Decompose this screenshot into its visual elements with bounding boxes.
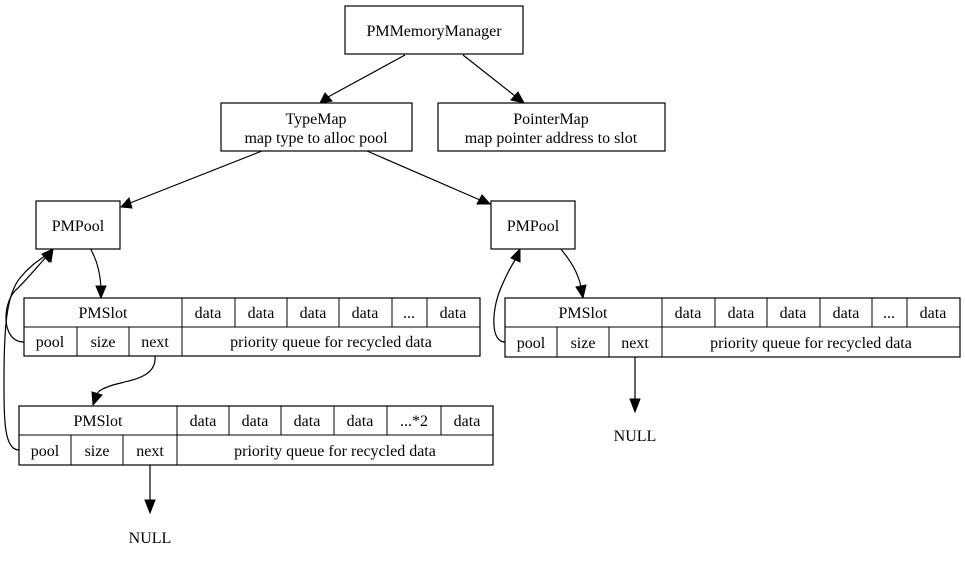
- slot-left-1-data-cell: data: [300, 305, 327, 322]
- slot-left-2-title: PMSlot: [74, 413, 123, 430]
- slot-right-data-cell: data: [728, 305, 755, 322]
- slot-left-2-data-cell: data: [242, 413, 269, 430]
- null-right-label: NULL: [614, 428, 657, 445]
- node-pointermap: PointerMap map pointer address to slot: [437, 102, 666, 152]
- slot-left-2-data-cell: data: [454, 413, 481, 430]
- node-pool-right: PMPool: [490, 200, 576, 250]
- slot-left-2-queue: priority queue for recycled data: [234, 443, 436, 460]
- slot-right-next-field: next: [621, 335, 649, 352]
- edge-pool-left-slot1: [89, 247, 107, 300]
- slot-left-1-size-field: size: [91, 334, 116, 351]
- slot-left-1-pool-field: pool: [36, 334, 65, 351]
- slot-left-1-data-cell: ...: [403, 305, 415, 322]
- slot-left-2-data-cell: data: [347, 413, 374, 430]
- slot-right-data-cell: data: [780, 305, 807, 322]
- slot-left-1-title: PMSlot: [79, 305, 128, 322]
- slot-right-queue: priority queue for recycled data: [710, 335, 912, 352]
- slot-left-2: PMSlot data data data data ...*2 data po…: [18, 405, 494, 466]
- slot-left-1-queue: priority queue for recycled data: [230, 334, 432, 351]
- slot-left-1-data-cell: data: [352, 305, 379, 322]
- edge-slot2-next-to-null: [144, 465, 156, 515]
- edge-pool-right-slot: [559, 247, 587, 300]
- slot-left-1-data-cell: data: [195, 305, 222, 322]
- pointermap-subtitle: map pointer address to slot: [465, 130, 638, 147]
- slot-right-pool-field: pool: [517, 335, 546, 352]
- slot-right: PMSlot data data data data ... data pool…: [504, 297, 961, 358]
- slot-left-2-size-field: size: [85, 443, 110, 460]
- pointermap-title: PointerMap: [513, 111, 589, 128]
- null-left-label: NULL: [129, 530, 172, 547]
- slot-left-2-data-cell: ...*2: [400, 413, 428, 430]
- pool-left-label: PMPool: [52, 218, 105, 235]
- slot-left-2-pool-field: pool: [31, 443, 60, 460]
- memory-manager-label: PMMemoryManager: [366, 23, 502, 40]
- pool-right-label: PMPool: [507, 218, 560, 235]
- typemap-subtitle: map type to alloc pool: [244, 130, 388, 147]
- typemap-title: TypeMap: [285, 111, 346, 128]
- slot-left-2-data-cell: data: [190, 413, 217, 430]
- slot-right-data-cell: data: [833, 305, 860, 322]
- slot-right-data-cell: ...: [883, 305, 895, 322]
- node-memory-manager: PMMemoryManager: [344, 5, 524, 55]
- slot-right-title: PMSlot: [559, 305, 608, 322]
- slot-left-1: PMSlot data data data data ... data pool…: [23, 297, 481, 357]
- slot-right-data-cell: data: [920, 305, 947, 322]
- node-pool-left: PMPool: [35, 200, 121, 250]
- edge-typemap-pool-right: [366, 150, 492, 205]
- slot-left-2-data-cell: data: [294, 413, 321, 430]
- node-typemap: TypeMap map type to alloc pool: [220, 102, 413, 152]
- slot-left-2-next-field: next: [136, 443, 164, 460]
- slot-left-1-next-field: next: [141, 334, 169, 351]
- edge-manager-typemap: [319, 54, 406, 104]
- slot-right-data-cell: data: [675, 305, 702, 322]
- edge-manager-pointermap: [462, 54, 525, 104]
- edge-slot2-pool-to-pool-left: [3, 248, 54, 451]
- slot-left-1-data-cell: data: [248, 305, 275, 322]
- slot-right-size-field: size: [571, 335, 596, 352]
- edge-typemap-pool-left: [119, 150, 263, 209]
- edges: [3, 54, 641, 515]
- edge-slot-right-pool-to-pool-right: [493, 247, 521, 343]
- edge-slot1-next-to-slot2: [91, 355, 156, 407]
- edge-slot-right-next-to-null: [629, 357, 641, 414]
- slot-left-1-data-cell: data: [440, 305, 467, 322]
